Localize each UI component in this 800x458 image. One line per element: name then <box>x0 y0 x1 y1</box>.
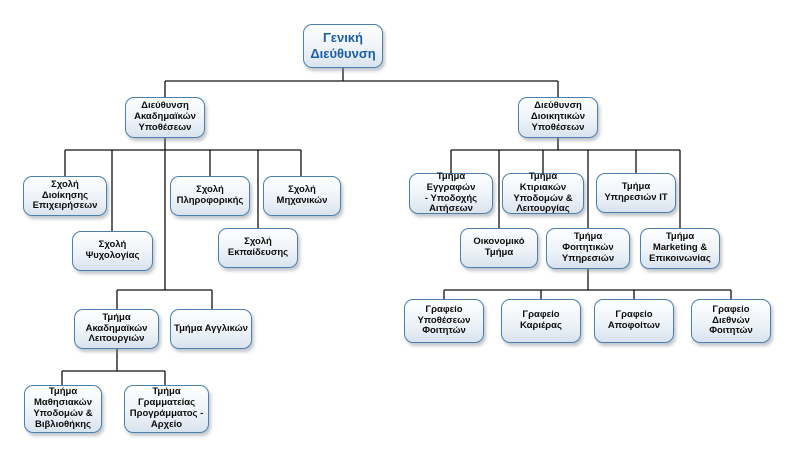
node-office-international: Γραφείο Διεθνών Φοιτητών <box>691 299 771 343</box>
node-dept-buildings: Τμήμα Κτιριακών Υποδομών & Λειτουργίας <box>502 171 584 214</box>
node-dept-english: Τμήμα Αγγλικών <box>170 309 252 349</box>
node-dept-finance: Οικονομικό Τμήμα <box>460 228 538 268</box>
node-school-business: Σχολή Διοίκησης Επιχειρήσεων <box>23 176 107 216</box>
node-dept-program-secretariat: Τμήμα Γραμματείας Προγράμματος - Αρχείο <box>124 385 209 433</box>
node-dept-registration: Τμήμα Εγγραφών - Υποδοχής Αιτήσεων <box>409 171 493 214</box>
node-dept-marketing: Τμήμα Marketing & Επικοινωνίας <box>640 228 720 269</box>
node-dept-academic-operations: Τμήμα Ακαδημαϊκών Λειτουργιών <box>74 309 159 349</box>
node-office-student-affairs: Γραφείο Υποθέσεων Φοιτητών <box>404 299 484 343</box>
node-school-education: Σχολή Εκπαίδευσης <box>218 228 298 268</box>
node-school-engineering: Σχολή Μηχανικών <box>263 176 341 216</box>
node-dept-student-services: Τμήμα Φοιτητικών Υπηρεσιών <box>546 228 630 269</box>
node-general-directorate: Γενική Διεύθυνση <box>303 24 383 68</box>
node-dept-learning-infrastructure: Τμήμα Μαθησιακών Υποδομών & Βιβλιοθήκης <box>24 385 102 433</box>
node-school-psychology: Σχολή Ψυχολογίας <box>72 231 153 271</box>
node-office-alumni: Γραφείο Αποφοίτων <box>594 299 674 343</box>
node-admin-directorate: Διεύθυνση Διοικητικών Υποθέσεων <box>518 97 598 138</box>
node-school-informatics: Σχολή Πληροφορικής <box>170 176 250 216</box>
node-dept-it-services: Τμήμα Υπηρεσιών IT <box>596 173 676 213</box>
node-academic-directorate: Διεύθυνση Ακαδημαϊκών Υποθέσεων <box>125 97 205 138</box>
node-office-careers: Γραφείο Καριέρας <box>501 299 581 343</box>
